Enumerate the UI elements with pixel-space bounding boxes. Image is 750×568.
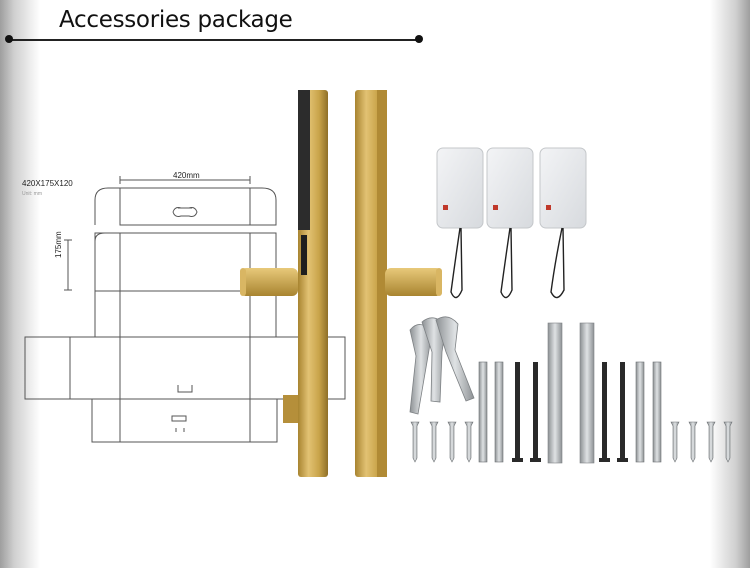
lock-front-panel xyxy=(240,90,328,477)
page-title: Accessories package xyxy=(59,7,293,33)
lock-back-panel xyxy=(355,90,442,477)
box-width-label: 420mm xyxy=(173,171,200,180)
keycard-2 xyxy=(486,147,534,299)
mechanical-keys xyxy=(409,316,475,415)
small-screws xyxy=(410,421,733,463)
box-size-label: 420X175X120 xyxy=(22,179,73,188)
underline-dot-right xyxy=(415,35,423,43)
box-dieline xyxy=(24,176,346,443)
long-bolts-black xyxy=(512,362,628,462)
box-unit-label: Unit: mm xyxy=(22,191,42,197)
keycard-3 xyxy=(539,147,587,299)
underline-dot-left xyxy=(5,35,13,43)
square-spindles xyxy=(547,322,595,464)
keycard-1 xyxy=(436,147,484,299)
title-underline xyxy=(9,39,422,41)
long-screws-silver xyxy=(478,361,662,463)
